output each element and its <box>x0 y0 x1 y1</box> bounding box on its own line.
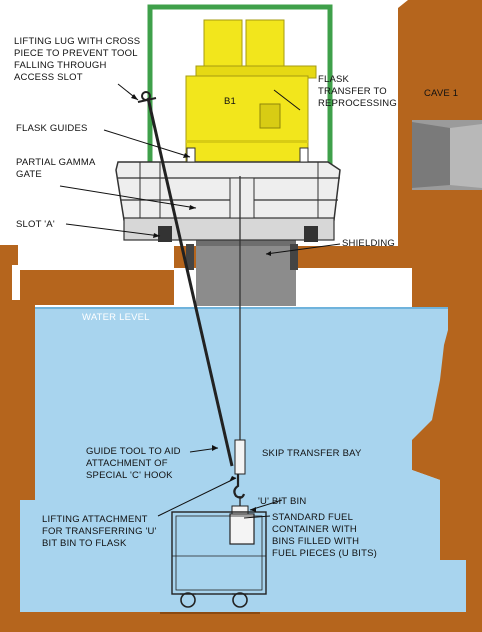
label-skip-transfer-bay: SKIP TRANSFER BAY <box>262 448 362 459</box>
label-flask-id: B1 <box>224 96 236 107</box>
label-flask-transfer: FLASK TRANSFER TO REPROCESSING <box>318 74 397 109</box>
label-water-level: WATER LEVEL <box>82 312 150 323</box>
label-slot-a: SLOT 'A' <box>16 219 55 230</box>
pond-floor <box>20 612 466 632</box>
label-partial-gamma-gate: PARTIAL GAMMA GATE <box>16 157 98 180</box>
label-cave: CAVE 1 <box>424 88 458 99</box>
label-lifting-lug: LIFTING LUG WITH CROSS PIECE TO PREVENT … <box>14 36 143 83</box>
label-lifting-attachment: LIFTING ATTACHMENT FOR TRANSFERRING 'U' … <box>42 514 159 549</box>
cave-opening <box>412 120 482 190</box>
right-wall-upper <box>174 0 482 268</box>
right-wall-lower <box>412 190 482 632</box>
left-wall <box>0 245 174 632</box>
leader-lines <box>59 83 341 519</box>
u-bit-bin <box>229 505 255 545</box>
fuel-container <box>171 511 267 608</box>
label-shielding: SHIELDING <box>342 238 395 249</box>
labels: LIFTING LUG WITH CROSS PIECE TO PREVENT … <box>14 36 458 559</box>
label-u-bit-bin: 'U' BIT BIN <box>258 496 306 507</box>
arrowheads <box>131 94 271 512</box>
label-guide-tool: GUIDE TOOL TO AID ATTACHMENT OF SPECIAL … <box>86 446 184 481</box>
label-flask-guides: FLASK GUIDES <box>16 123 88 134</box>
label-standard-fuel-container: STANDARD FUEL CONTAINER WITH BINS FILLED… <box>272 512 377 559</box>
shielding-block <box>186 238 298 306</box>
guide-tool <box>137 91 234 467</box>
gate-platform <box>115 147 341 242</box>
